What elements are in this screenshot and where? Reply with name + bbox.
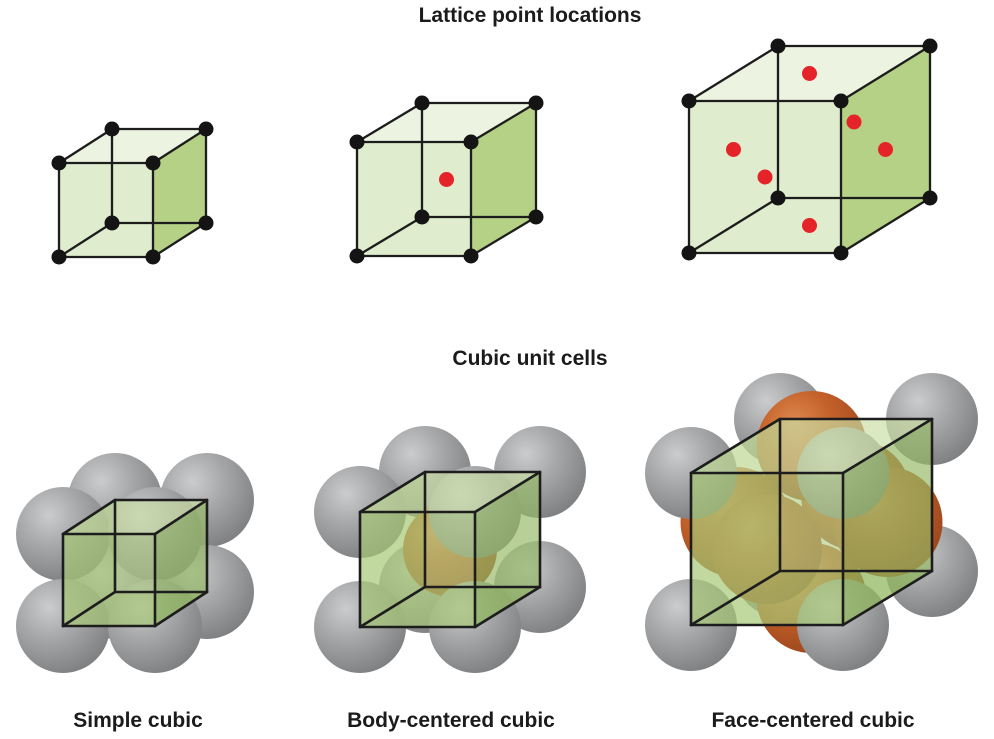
lattice-point-corner	[770, 190, 786, 206]
face-centered-lattice	[681, 38, 938, 261]
caption-body-centered-cubic: Body-centered cubic	[347, 709, 555, 732]
lattice-point-corner	[414, 209, 430, 225]
lattice-point-red	[802, 66, 817, 81]
simple-cubic-lattice	[51, 121, 214, 265]
simple-cubic-cell	[16, 453, 254, 673]
cube-edge	[61, 498, 117, 536]
face-center-atom-sphere	[712, 494, 822, 604]
cube-face-front	[691, 473, 843, 625]
lattice-point-corner	[51, 155, 67, 171]
cube-face-top	[691, 419, 932, 473]
caption-simple-cubic: Simple cubic	[73, 709, 203, 732]
cube-face-top	[63, 500, 207, 534]
cube-face-front	[59, 163, 153, 257]
lattice-point-corner	[463, 134, 479, 150]
cube-edge	[473, 470, 542, 514]
cube-edge	[355, 101, 424, 144]
cube-edge	[689, 569, 782, 627]
lattice-point-corner	[528, 95, 544, 111]
cube-edge	[358, 470, 427, 514]
lattice-point-corner	[145, 155, 161, 171]
lattice-point-corner	[681, 245, 697, 261]
lattice-point-corner	[414, 95, 430, 111]
lattice-point-corner	[463, 248, 479, 264]
cube-face-top	[357, 103, 536, 142]
cube-face-right	[153, 129, 206, 257]
cube-edge	[153, 590, 209, 628]
cube-edge	[841, 417, 934, 475]
caption-face-centered-cubic: Face-centered cubic	[711, 709, 915, 732]
lattice-point-red	[439, 172, 454, 187]
lattice-point-corner	[833, 93, 849, 109]
cube-edge	[355, 215, 424, 258]
cube-edge	[469, 101, 538, 144]
body-centered-lattice	[349, 95, 544, 264]
cube-edge	[689, 417, 782, 475]
lattice-point-corner	[528, 209, 544, 225]
lattice-point-red	[757, 169, 773, 185]
cube-edge	[687, 44, 780, 103]
cube-edge	[839, 196, 932, 255]
cube-edge	[61, 590, 117, 628]
lattice-point-corner	[922, 38, 938, 54]
cube-face-front	[357, 142, 471, 256]
cube-edge	[841, 569, 934, 627]
cube-edge	[151, 127, 208, 165]
lattice-section-title: Lattice point locations	[418, 4, 642, 27]
cube-edge	[469, 215, 538, 258]
lattice-point-corner	[349, 134, 365, 150]
cube-edge	[57, 127, 114, 165]
unit-cells-section-title: Cubic unit cells	[452, 347, 608, 370]
lattice-point-corner	[104, 121, 120, 137]
cube-face-front	[360, 512, 475, 627]
cube-face-right	[843, 419, 932, 625]
cube-edge	[473, 585, 542, 629]
lattice-point-corner	[145, 249, 161, 265]
lattice-point-red	[802, 218, 817, 233]
lattice-point-corner	[770, 38, 786, 54]
lattice-point-red	[846, 114, 862, 130]
cube-edge	[57, 221, 114, 259]
lattice-point-corner	[198, 215, 214, 231]
lattice-point-corner	[51, 249, 67, 265]
cube-face-top	[360, 472, 540, 512]
lattice-point-red	[726, 142, 741, 157]
cube-edge	[153, 498, 209, 536]
lattice-point-corner	[198, 121, 214, 137]
lattice-point-corner	[833, 245, 849, 261]
lattice-point-red	[878, 142, 893, 157]
cube-face-top	[59, 129, 206, 163]
lattice-point-corner	[349, 248, 365, 264]
cube-face-front	[63, 534, 155, 626]
cube-edge	[839, 44, 932, 103]
face-centered-cell	[645, 373, 978, 671]
cube-edge	[358, 585, 427, 629]
cube-edge	[151, 221, 208, 259]
cube-edge	[687, 196, 780, 255]
lattice-point-corner	[104, 215, 120, 231]
lattice-point-corner	[922, 190, 938, 206]
body-centered-cell	[314, 426, 586, 673]
lattice-point-corner	[681, 93, 697, 109]
cube-face-right	[155, 500, 207, 626]
